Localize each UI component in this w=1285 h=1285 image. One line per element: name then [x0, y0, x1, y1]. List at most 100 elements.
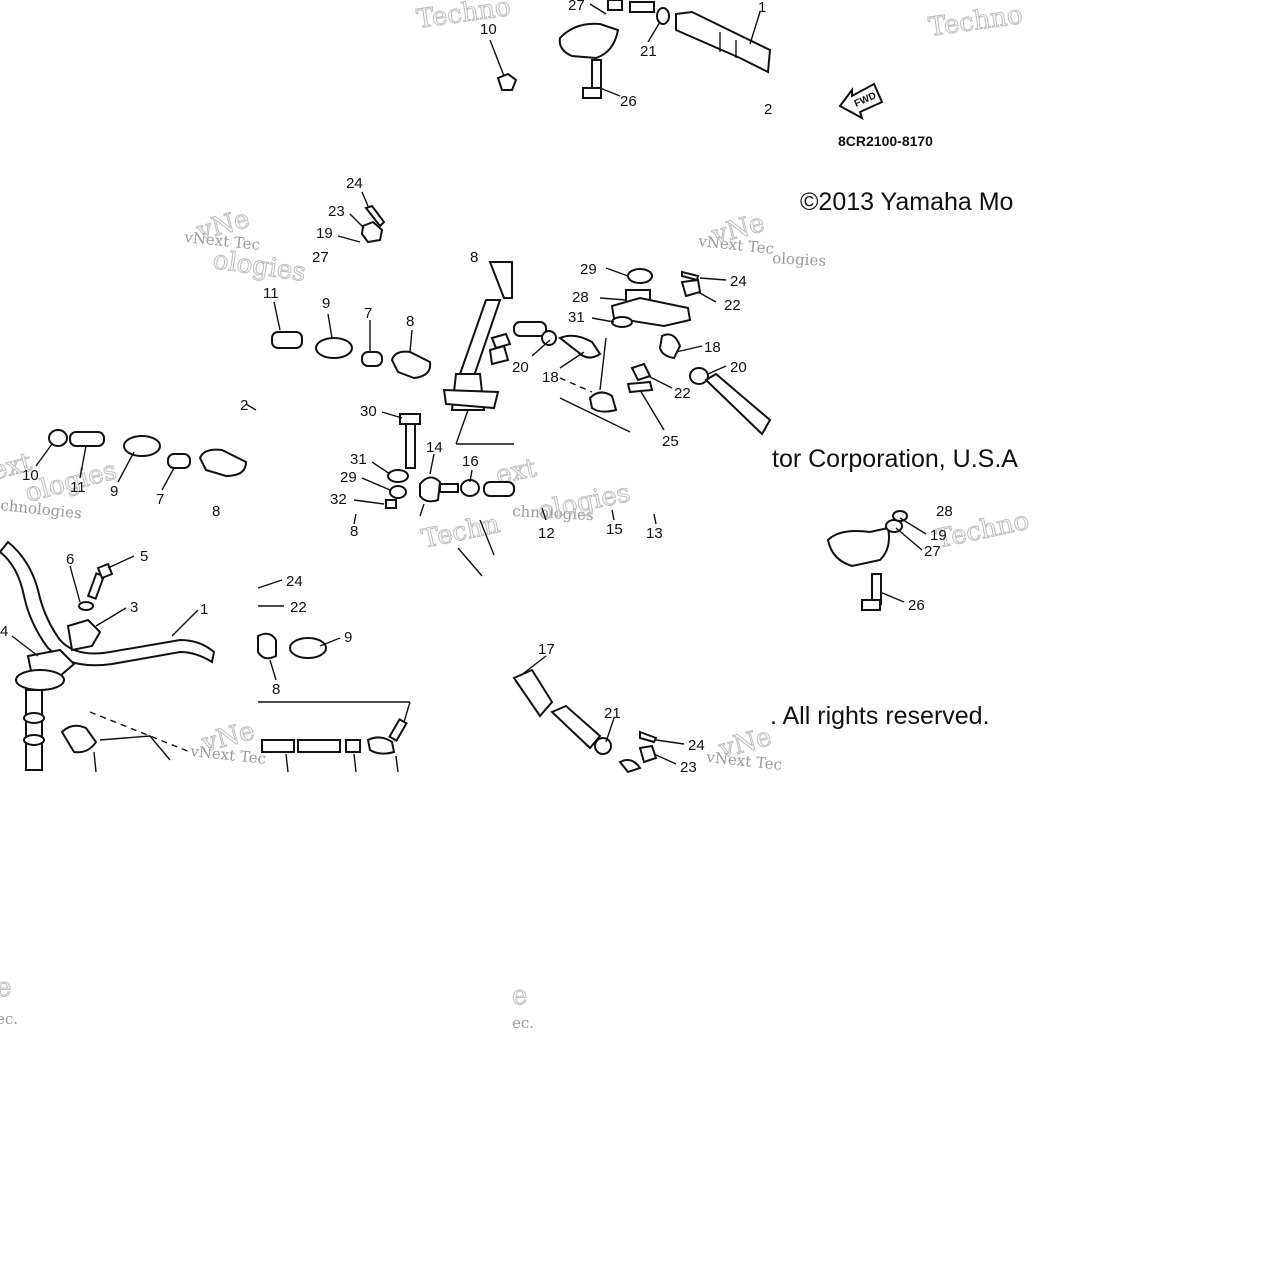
- callout-label: 24: [730, 273, 747, 290]
- callout-label: 31: [568, 309, 585, 326]
- ball-joint-part: [419, 476, 442, 503]
- tie-rod-part: [675, 10, 772, 74]
- callout-label: 13: [646, 525, 663, 542]
- callout-label: 24: [346, 175, 363, 192]
- diagram-code: 8CR2100-8170: [838, 133, 933, 149]
- nut-part: [638, 744, 658, 764]
- callout-label: 29: [340, 469, 357, 486]
- cotter-pin-part: [364, 204, 386, 228]
- thread-part: [629, 1, 655, 13]
- nut-part: [656, 7, 670, 25]
- watermark-layer: Techno Techno vNext Tec vNe ologies vNex…: [0, 0, 1032, 1032]
- callout-label: 5: [140, 548, 148, 565]
- tie-rod-part: [550, 704, 602, 750]
- copyright-line-1: ©2013 Yamaha Mo: [800, 188, 1013, 216]
- clip-part: [385, 499, 397, 509]
- callout-label: 8: [406, 313, 414, 330]
- watermark-text: Techn: [419, 509, 503, 555]
- washer-part: [78, 601, 94, 611]
- callout-label: 11: [70, 479, 86, 496]
- joint-plate-part: [123, 435, 161, 457]
- nut-part: [630, 362, 652, 382]
- callout-label: 2: [240, 397, 248, 414]
- callout-label: 22: [674, 385, 691, 402]
- callout-label: 4: [0, 623, 8, 640]
- bolt-head-part: [861, 599, 881, 611]
- plate-part: [442, 388, 500, 410]
- callout-label: 8: [272, 681, 280, 698]
- collar-part: [23, 734, 45, 746]
- callout-label: 6: [66, 551, 74, 568]
- nut-part: [496, 72, 518, 91]
- callout-label: 8: [212, 503, 220, 520]
- copyright-line-3: . All rights reserved.: [770, 702, 990, 730]
- callout-label: 27: [924, 543, 941, 560]
- callout-label: 10: [480, 21, 497, 38]
- watermark-text: e: [512, 981, 527, 1011]
- nut-part: [680, 278, 702, 298]
- callout-label: 8: [470, 249, 478, 266]
- callout-label: 27: [568, 0, 585, 14]
- callout-label: 14: [426, 439, 443, 456]
- cotter-pin-part: [639, 730, 658, 744]
- pin-part: [167, 453, 191, 469]
- tie-rod-part: [512, 668, 554, 718]
- stud-part: [388, 717, 408, 743]
- watermark-text: ec.: [512, 1014, 534, 1032]
- callout-label: 30: [360, 403, 377, 420]
- rod-part: [483, 481, 515, 497]
- callout-label: 28: [936, 503, 953, 520]
- arm-part: [198, 448, 248, 478]
- nut-part: [345, 739, 361, 753]
- collar-part: [627, 268, 653, 284]
- callout-label: 18: [542, 369, 559, 386]
- pin-part: [361, 351, 383, 367]
- watermark-text: Techno: [415, 0, 513, 35]
- joint-plate-part: [315, 337, 353, 359]
- callout-label: 24: [286, 573, 303, 590]
- tie-rod-end-part: [366, 736, 396, 755]
- callout-label: 20: [730, 359, 747, 376]
- washer-part: [387, 469, 409, 483]
- callout-label: 18: [704, 339, 721, 356]
- callout-label: 27: [312, 249, 329, 266]
- callout-label: 9: [344, 629, 352, 646]
- callout-label: 9: [110, 483, 118, 500]
- arm-part: [390, 350, 432, 380]
- fwd-arrow-icon: [838, 82, 884, 121]
- nut-part: [460, 479, 480, 497]
- callout-label: 23: [680, 759, 697, 776]
- tie-rod-end-part: [658, 333, 682, 360]
- callout-label: 9: [322, 295, 330, 312]
- link-part: [69, 431, 105, 447]
- shaft-part: [488, 261, 513, 299]
- washer-part: [611, 316, 633, 328]
- callout-label: 32: [330, 491, 347, 508]
- watermark-text: chnologies: [512, 502, 594, 524]
- callout-label: 28: [572, 289, 589, 306]
- tie-rod-end-part: [607, 0, 623, 11]
- callout-label: 23: [328, 203, 345, 220]
- callout-label: 3: [130, 599, 138, 616]
- callout-label: 16: [462, 453, 479, 470]
- callout-label: 8: [350, 523, 358, 540]
- callout-label: 1: [758, 0, 766, 16]
- parts-geometry: FWD: [0, 0, 908, 774]
- watermark-text: Techno: [927, 0, 1025, 43]
- callout-label: 7: [156, 491, 164, 508]
- pitman-arm-part: [826, 526, 890, 568]
- thread-part: [439, 483, 459, 493]
- rod-part: [261, 739, 295, 753]
- tie-rod-part: [704, 372, 772, 436]
- collar-part: [23, 712, 45, 724]
- callout-label: 17: [538, 641, 555, 658]
- nut-part: [689, 367, 709, 385]
- callout-label: 10: [22, 467, 39, 484]
- nut-part: [594, 737, 612, 755]
- bolt-head-part: [96, 562, 114, 580]
- collar-part: [490, 332, 512, 350]
- rod-part: [513, 321, 547, 337]
- callout-label: 22: [724, 297, 741, 314]
- callout-label: 31: [350, 451, 367, 468]
